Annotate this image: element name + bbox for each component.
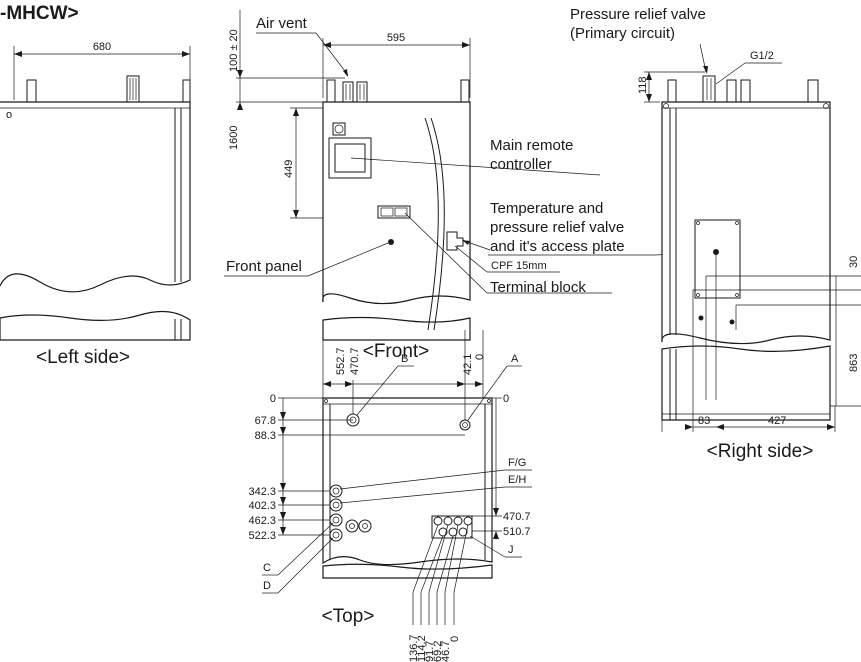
right-dim-0: 0	[503, 393, 509, 405]
right-863-dim: 863	[848, 354, 860, 372]
vent-height-dim: 100 ± 20	[228, 29, 240, 72]
left-dim-522: 522.3	[248, 530, 276, 542]
left-dim-88: 88.3	[255, 430, 276, 442]
left-dim-342: 342.3	[248, 486, 276, 498]
air-vent-label: Air vent	[256, 15, 308, 32]
bottom-dim-69: 69.2	[432, 641, 444, 662]
left-width-dim: 680	[93, 41, 111, 53]
bottom-dim-91: 91.7	[424, 641, 436, 662]
port-a-label: A	[511, 353, 519, 365]
top-caption: <Top>	[322, 606, 375, 627]
svg-text:o: o	[6, 109, 12, 121]
left-side-view: 680 o <Left side>	[0, 41, 191, 368]
top-dim-552: 552.7	[335, 347, 347, 375]
right-30-dim: 30	[848, 256, 860, 268]
bottom-dim-114: 114.2	[416, 635, 428, 662]
model-heading: -MHCW>	[0, 3, 79, 24]
right-top-dim: 118	[637, 76, 649, 94]
top-dim-0: 0	[474, 354, 486, 360]
right-427-dim: 427	[768, 415, 786, 427]
port-j-label: J	[508, 544, 514, 556]
bottom-dim-46: 46.7	[440, 641, 452, 662]
port-c-label: C	[263, 562, 271, 574]
front-caption: <Front>	[363, 341, 430, 362]
left-dim-0: 0	[270, 393, 276, 405]
right-83-dim: 83	[698, 415, 710, 427]
controller-height-dim: 449	[283, 160, 295, 178]
overall-height-dim: 1600	[228, 126, 240, 150]
front-width-dim: 595	[387, 32, 405, 44]
temp-relief-label-1: Temperature and	[490, 200, 603, 217]
top-dim-42: 42.1	[462, 354, 474, 375]
port-fg-label: F/G	[508, 457, 526, 469]
main-remote-label-2: controller	[490, 156, 552, 173]
main-remote-label-1: Main remote	[490, 137, 573, 154]
port-b-label: B	[401, 353, 408, 365]
temp-relief-label-3: and it's access plate	[490, 238, 625, 255]
right-dim-510: 510.7	[503, 526, 531, 538]
front-view: Air vent 595 100 ± 20 1600 449	[224, 10, 716, 362]
thread-label: G1/2	[750, 50, 774, 62]
temp-relief-label-2: pressure relief valve	[490, 219, 624, 236]
bottom-dim-136: 136.7	[408, 634, 420, 662]
port-d-label: D	[263, 580, 271, 592]
right-side-caption: <Right side>	[707, 441, 814, 462]
cpf-label: CPF 15mm	[491, 260, 547, 272]
front-panel-label: Front panel	[226, 258, 302, 275]
left-dim-67: 67.8	[255, 415, 276, 427]
top-view: 552.7 470.7 42.1 0 A B 0 67.8 88.3 342.3…	[248, 330, 532, 662]
right-side-view: Pressure relief valve (Primary circuit) …	[570, 6, 861, 462]
left-dim-462: 462.3	[248, 515, 276, 527]
terminal-block-label: Terminal block	[490, 279, 586, 296]
left-dim-402: 402.3	[248, 500, 276, 512]
port-eh-label: E/H	[508, 474, 526, 486]
bottom-dim-0: 0	[449, 636, 461, 642]
pressure-relief-label-1: Pressure relief valve	[570, 6, 706, 23]
pressure-relief-label-2: (Primary circuit)	[570, 25, 675, 42]
right-dim-470: 470.7	[503, 511, 531, 523]
left-side-caption: <Left side>	[36, 347, 130, 368]
top-dim-470: 470.7	[349, 347, 361, 375]
